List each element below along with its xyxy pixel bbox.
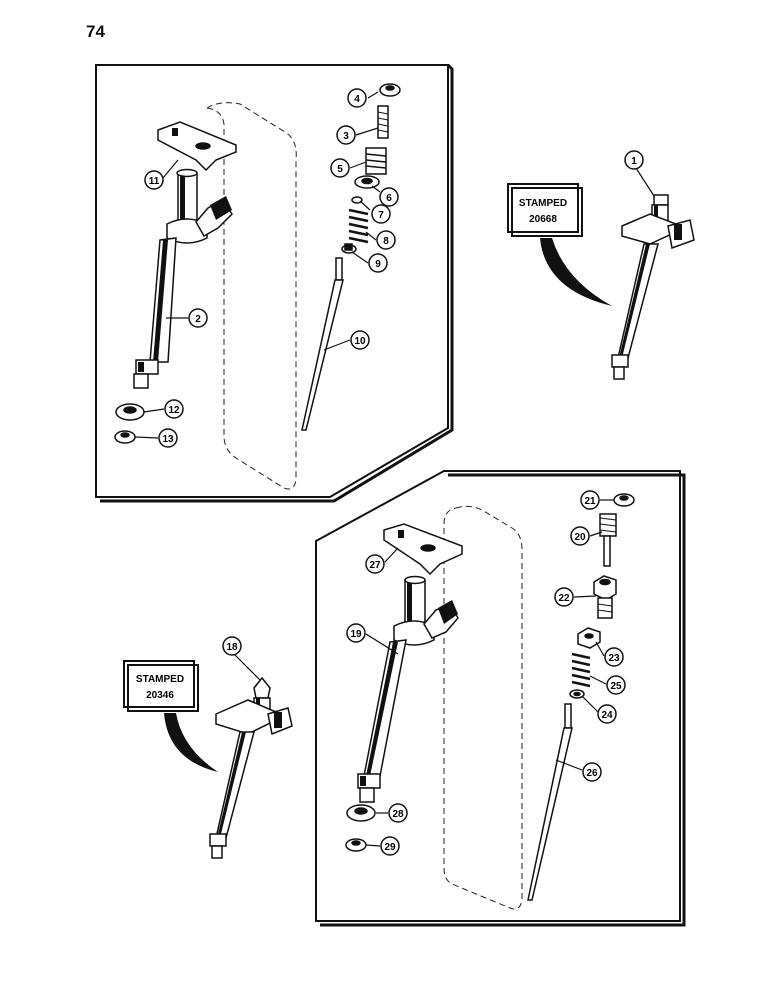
svg-text:4: 4 xyxy=(354,94,360,105)
stamp-upper-line2: 20668 xyxy=(529,214,557,225)
nut-part-21 xyxy=(613,493,635,507)
callout-22: 22 xyxy=(554,587,574,607)
svg-text:29: 29 xyxy=(384,842,396,853)
stamp-box-lower: STAMPED 20346 xyxy=(123,660,199,712)
svg-text:8: 8 xyxy=(383,236,389,247)
washer-part-12 xyxy=(115,403,145,421)
svg-text:2: 2 xyxy=(195,314,201,325)
callout-10: 10 xyxy=(350,330,370,350)
spring-seat-part-5 xyxy=(365,147,387,175)
svg-text:9: 9 xyxy=(375,259,381,270)
callout-9: 9 xyxy=(368,253,388,273)
nut-part-6 xyxy=(354,175,380,189)
svg-text:1: 1 xyxy=(631,156,637,167)
svg-text:28: 28 xyxy=(392,809,404,820)
stamp-lower-line2: 20346 xyxy=(146,690,174,701)
nut-part-13 xyxy=(114,430,136,444)
screw-part-3 xyxy=(377,105,389,139)
callout-20: 20 xyxy=(570,526,590,546)
needle-part-10 xyxy=(301,257,344,431)
nut-part-29 xyxy=(345,838,367,852)
svg-text:11: 11 xyxy=(149,176,160,187)
spring-part-25 xyxy=(571,652,591,688)
page-number: 74 xyxy=(86,22,105,41)
callout-6: 6 xyxy=(379,187,399,207)
callout-8: 8 xyxy=(376,230,396,250)
nut-part-4 xyxy=(379,83,401,97)
spindle-part-9 xyxy=(341,243,357,254)
callout-21: 21 xyxy=(580,490,600,510)
svg-text:3: 3 xyxy=(343,131,349,142)
callout-12: 12 xyxy=(164,399,184,419)
svg-text:12: 12 xyxy=(168,405,180,416)
callout-labels: 4 3 5 6 7 8 9 10 11 2 12 13 1 21 20 22 2… xyxy=(144,88,644,856)
washer-part-7 xyxy=(351,196,363,204)
svg-text:5: 5 xyxy=(337,164,343,175)
washer-part-28 xyxy=(346,804,376,822)
callout-2: 2 xyxy=(188,308,208,328)
svg-text:27: 27 xyxy=(369,560,381,571)
stamp-upper-pointer xyxy=(540,238,612,306)
stamp-lower-line1: STAMPED xyxy=(136,674,184,685)
callout-3: 3 xyxy=(336,125,356,145)
nut-part-23 xyxy=(577,627,601,649)
svg-text:25: 25 xyxy=(610,681,622,692)
lower-dashed-outline xyxy=(443,505,523,910)
callout-27: 27 xyxy=(365,554,385,574)
svg-text:20: 20 xyxy=(574,532,586,543)
svg-text:18: 18 xyxy=(226,642,238,653)
svg-text:26: 26 xyxy=(586,768,598,779)
stamp-box-upper: STAMPED 20668 xyxy=(507,183,583,237)
callout-19: 19 xyxy=(346,623,366,643)
injector-part-19 xyxy=(357,575,459,803)
svg-text:13: 13 xyxy=(162,434,174,445)
upper-panel-frame xyxy=(95,63,454,503)
svg-text:22: 22 xyxy=(558,593,570,604)
svg-text:23: 23 xyxy=(608,653,620,664)
bracket-part-11 xyxy=(157,121,237,172)
screw-part-20 xyxy=(599,513,617,567)
callout-1: 1 xyxy=(624,150,644,170)
upper-dashed-outline xyxy=(205,102,297,490)
washer-part-24 xyxy=(569,689,585,699)
injector-part-2 xyxy=(133,168,233,389)
needle-part-26 xyxy=(527,703,573,901)
svg-text:19: 19 xyxy=(350,629,362,640)
callout-18: 18 xyxy=(222,636,242,656)
stamp-lower-pointer xyxy=(164,713,218,772)
callout-5: 5 xyxy=(330,158,350,178)
svg-text:21: 21 xyxy=(584,496,596,507)
stamp-upper-line1: STAMPED xyxy=(519,198,567,209)
callout-29: 29 xyxy=(380,836,400,856)
spring-part-8 xyxy=(348,208,369,244)
injector-assembly-part-18 xyxy=(209,676,293,859)
callout-25: 25 xyxy=(606,675,626,695)
callout-11: 11 xyxy=(144,170,164,190)
lower-panel-frame xyxy=(315,470,686,927)
svg-text:7: 7 xyxy=(378,210,384,221)
svg-text:6: 6 xyxy=(386,193,392,204)
callout-28: 28 xyxy=(388,803,408,823)
callout-4: 4 xyxy=(347,88,367,108)
svg-text:10: 10 xyxy=(354,336,366,347)
bracket-part-27 xyxy=(383,523,463,576)
cap-nut-part-22 xyxy=(593,575,617,619)
callout-7: 7 xyxy=(371,204,391,224)
callout-24: 24 xyxy=(597,704,617,724)
callout-26: 26 xyxy=(582,762,602,782)
injector-assembly-part-1 xyxy=(611,194,695,380)
callout-23: 23 xyxy=(604,647,624,667)
svg-text:24: 24 xyxy=(601,710,613,721)
callout-13: 13 xyxy=(158,428,178,448)
